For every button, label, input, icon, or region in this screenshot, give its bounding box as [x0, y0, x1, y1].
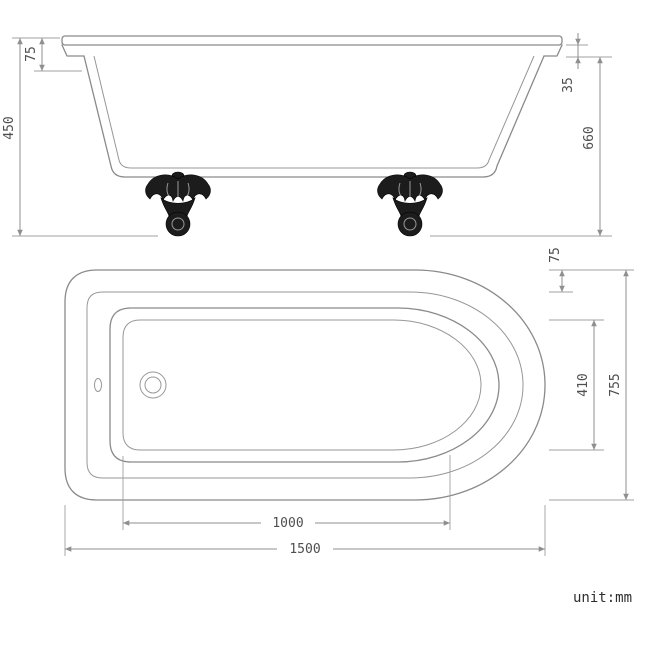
plan-view-dimensions: 75 410 755 1000 1500	[64, 247, 634, 557]
claw-foot-body	[392, 197, 428, 217]
dimension-overall-width-755: 755	[608, 270, 629, 500]
claw-foot-detail	[417, 182, 422, 199]
dimension-label: 450	[2, 116, 17, 139]
dimension-inner-width-410: 410	[576, 320, 597, 450]
claw-foot-detail	[185, 182, 190, 199]
plan-view	[64, 269, 546, 501]
dimension-lip-height-35: 35	[561, 33, 581, 93]
drain-inner-circle	[144, 376, 162, 394]
dimension-label: 660	[582, 126, 597, 149]
side-view-dimensions: 75 450 35 660	[2, 33, 612, 237]
plan-rim-inner-outline	[86, 291, 524, 479]
dimension-label: 755	[608, 373, 623, 396]
claw-foot-detail	[171, 217, 185, 231]
claw-foot-right	[377, 171, 443, 237]
unit-label: unit:mm	[573, 590, 632, 606]
dimension-inner-length-1000: 1000	[123, 516, 450, 531]
claw-foot-detail	[403, 217, 417, 231]
dimension-label: 1500	[289, 542, 320, 557]
dimension-label: 410	[576, 373, 591, 396]
dimension-label: 35	[561, 77, 576, 93]
dimension-overall-height-660: 660	[582, 57, 603, 236]
dimension-label: 1000	[272, 516, 303, 531]
tub-outer-wall	[83, 55, 545, 178]
plan-outer-outline	[64, 269, 546, 501]
dimension-overall-length-1500: 1500	[65, 542, 545, 557]
dimension-rim-width-75: 75	[548, 247, 565, 292]
basin-bottom-outline	[122, 319, 482, 451]
claw-foot-ball	[165, 211, 191, 237]
tub-rim-lip-left	[61, 44, 85, 57]
dimension-label: 75	[24, 46, 39, 62]
overflow-hole	[94, 378, 102, 392]
claw-foot-ball	[397, 211, 423, 237]
dimension-rim-height-75: 75	[24, 38, 45, 71]
dimension-body-height-450: 450	[2, 38, 23, 236]
claw-foot-detail	[398, 182, 403, 199]
tub-rim-lip-right	[543, 44, 563, 57]
claw-foot-body	[160, 197, 196, 217]
dimension-label: 75	[548, 247, 563, 263]
claw-foot-left	[145, 171, 211, 237]
drain-outer-circle	[139, 371, 167, 399]
side-view	[61, 35, 563, 237]
tub-inner-wall	[93, 55, 535, 169]
tub-rim	[61, 35, 563, 46]
claw-foot-detail	[166, 182, 171, 199]
basin-outline	[109, 307, 500, 463]
